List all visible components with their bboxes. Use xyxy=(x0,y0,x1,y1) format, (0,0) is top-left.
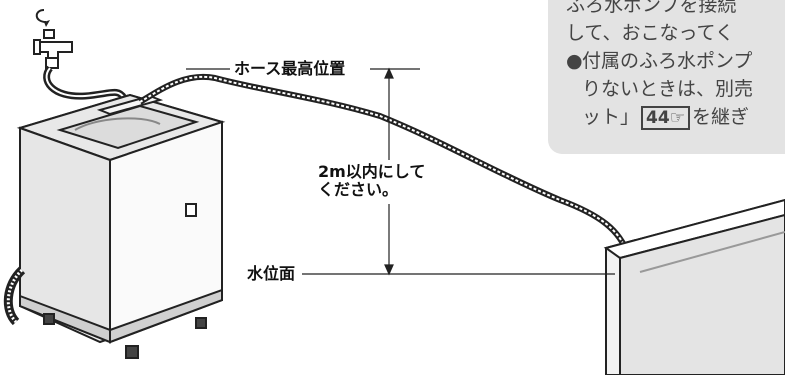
note-line-2: して、おこなってく xyxy=(566,22,734,44)
note-bullet-line: ●付属のふろ水ポンプ xyxy=(566,47,785,75)
note-text: ふろ水ポンプを接続 して、おこなってく ●付属のふろ水ポンプ りないときは、別売… xyxy=(566,0,785,131)
distance-label-line-1: 2m以内にして xyxy=(318,162,426,181)
note-line-4: りないときは、別売 xyxy=(582,78,754,100)
distance-label-line-2: ください。 xyxy=(318,180,399,199)
note-line-5: ット」44☞を継ぎ xyxy=(566,103,785,131)
measurement-lines xyxy=(186,67,615,276)
note-line-5-post: を継ぎ xyxy=(691,106,749,128)
water-level-label: 水位面 xyxy=(247,265,300,283)
page-reference-number: 44 xyxy=(646,108,670,128)
note-line-1: ふろ水ポンプを接続 xyxy=(566,0,737,16)
faucet xyxy=(33,9,73,69)
hose-max-height-label: ホース最高位置 xyxy=(230,60,350,78)
note-line-5-pre: ット」 xyxy=(582,106,640,128)
bullet: ● xyxy=(566,50,583,72)
washing-machine xyxy=(16,93,226,359)
bathtub xyxy=(603,198,785,375)
note-line-3: 付属のふろ水ポンプ xyxy=(582,50,753,72)
rotate-arrow-icon xyxy=(35,9,47,23)
distance-label: 2m以内にしてください。 xyxy=(318,162,426,199)
page-reference[interactable]: 44☞ xyxy=(641,106,690,130)
finger-pointing-icon: ☞ xyxy=(669,108,685,128)
